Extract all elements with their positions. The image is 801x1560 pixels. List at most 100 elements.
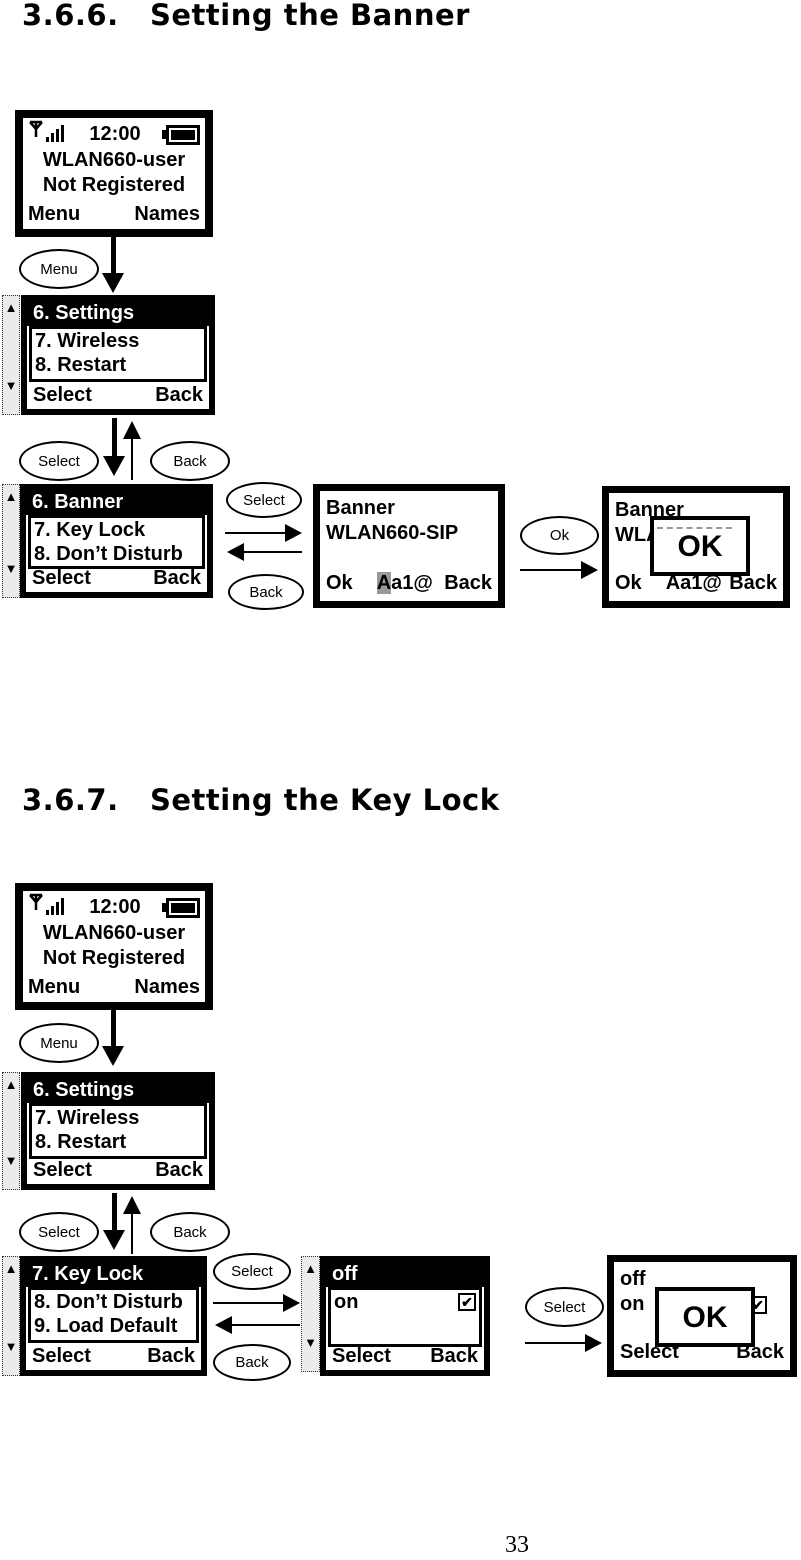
menu-item: 8. Restart [35,1131,127,1153]
ok-key-label: Ok [549,527,570,544]
edit-field-rest: a1@ [391,572,433,594]
battery-icon [162,897,200,918]
check-mark: ✔ [752,1296,764,1313]
back-key-label: Back [249,583,283,601]
keylock-onoff-screen: off on ✔ Select Back [320,1256,490,1376]
softkey-select: Select [33,1159,92,1181]
phone-name: WLAN660-user [42,149,186,171]
softkey-select: Select [33,384,92,406]
option-on: on [334,1291,359,1313]
highlighted-menu-item: 7. Key Lock [26,1262,201,1287]
softkey-names: Names [134,203,200,225]
scroll-up-icon: ▲ [4,1261,18,1276]
ok-popup: OK [655,1287,755,1347]
arrow-down-icon [103,418,125,476]
screen-title: Banner [326,497,395,519]
softkey-back: Back [153,567,201,589]
screen-title: Banner [615,499,684,521]
softkey-select: Select [32,1345,91,1367]
back-key-oval: Back [150,1212,230,1252]
phone-name: WLAN660-user [42,922,186,944]
scroll-up-icon: ▲ [304,1261,317,1276]
select-key-oval: Select [213,1253,291,1290]
arrow-left-icon [227,543,302,561]
scroll-down-icon: ▼ [304,1335,317,1350]
arrow-up-icon [123,421,141,480]
settings-menu-screen: 6. Settings 7. Wireless 8. Restart Selec… [21,295,215,415]
scroll-down-icon: ▼ [4,378,18,393]
arrow-right-icon [525,1334,602,1352]
signal-strength-icon [28,893,68,923]
arrow-down-icon [102,1010,124,1066]
softkey-back: Back [147,1345,195,1367]
softkey-ok: Ok [615,572,642,594]
softkey-back: Back [430,1345,478,1367]
softkey-select: Select [32,567,91,589]
phone-idle-screen: 12:00 WLAN660-user Not Registered Menu N… [15,110,213,237]
banner-menu-screen: 6. Banner 7. Key Lock 8. Don’t Disturb S… [20,484,213,598]
scroll-up-icon: ▲ [4,300,18,315]
menu-item: 7. Key Lock [34,519,146,541]
battery-icon [162,124,200,145]
back-key-label: Back [235,1354,269,1371]
back-key-label: Back [173,452,207,470]
highlighted-menu-item: 6. Settings [27,301,209,326]
page-number: 33 [505,1532,529,1558]
menu-item: 8. Restart [35,354,127,376]
softkey-menu: Menu [28,203,81,225]
menu-key-label: Menu [40,260,78,278]
section-title: Setting the Banner [150,0,470,32]
scrollbar: ▲ ▼ [301,1256,320,1372]
select-key-label: Select [543,1298,586,1316]
edit-field: Aa1@ [376,571,433,596]
banner-text-partial: WLA [615,524,661,546]
ok-popup-label: OK [677,529,723,563]
softkey-select: Select [332,1345,391,1367]
arrow-right-icon [520,561,598,579]
softkey-names: Names [134,976,200,998]
select-key-label: Select [243,491,285,509]
menu-item: 7. Wireless [35,330,140,352]
check-mark: ✔ [461,1294,473,1310]
arrow-left-icon [215,1316,300,1334]
arrow-down-icon [103,1193,125,1250]
highlighted-menu-item: 6. Banner [26,490,207,515]
select-key-oval: Select [226,482,302,518]
softkey-back: Back [729,572,777,594]
select-key-oval: Select [19,1212,99,1252]
section-heading: 3.6.7.Setting the Key Lock [22,783,500,817]
clock-time: 12:00 [89,896,141,918]
menu-item: 9. Load Default [34,1315,178,1337]
scrollbar: ▲ ▼ [2,1072,20,1190]
settings-menu-screen: 6. Settings 7. Wireless 8. Restart Selec… [21,1072,215,1190]
section-heading: 3.6.6.Setting the Banner [22,0,470,32]
menu-item: 8. Don’t Disturb [34,543,183,565]
keylock-confirm-screen: off on ✔ Select Back OK [607,1255,797,1377]
scroll-up-icon: ▲ [4,1077,18,1092]
highlighted-menu-item: 6. Settings [27,1078,209,1103]
highlighted-option-off: off [326,1262,484,1287]
banner-confirm-screen: Banner WLA Ok Aa1@ Back OK [602,486,790,608]
softkey-back: Back [155,384,203,406]
ok-key-oval: Ok [520,516,599,555]
softkey-ok: Ok [326,572,353,594]
registration-status: Not Registered [42,947,186,969]
clock-time: 12:00 [89,123,141,145]
select-key-oval: Select [525,1287,604,1327]
signal-strength-icon [28,120,68,150]
menu-key-oval: Menu [19,1023,99,1063]
scroll-up-icon: ▲ [4,489,18,504]
option-off: off [620,1268,646,1290]
arrow-right-icon [213,1294,300,1312]
phone-idle-screen: 12:00 WLAN660-user Not Registered Menu N… [15,883,213,1010]
select-key-label: Select [38,1223,80,1241]
select-key-label: Select [38,452,80,470]
scroll-down-icon: ▼ [4,561,18,576]
menu-key-label: Menu [40,1034,78,1052]
section-number: 3.6.7. [22,783,119,817]
edit-field: Aa1@ [665,572,722,594]
arrow-up-icon [123,1196,141,1254]
banner-edit-screen: Banner WLAN660-SIP Ok Aa1@ Back [313,484,505,608]
menu-key-oval: Menu [19,249,99,289]
